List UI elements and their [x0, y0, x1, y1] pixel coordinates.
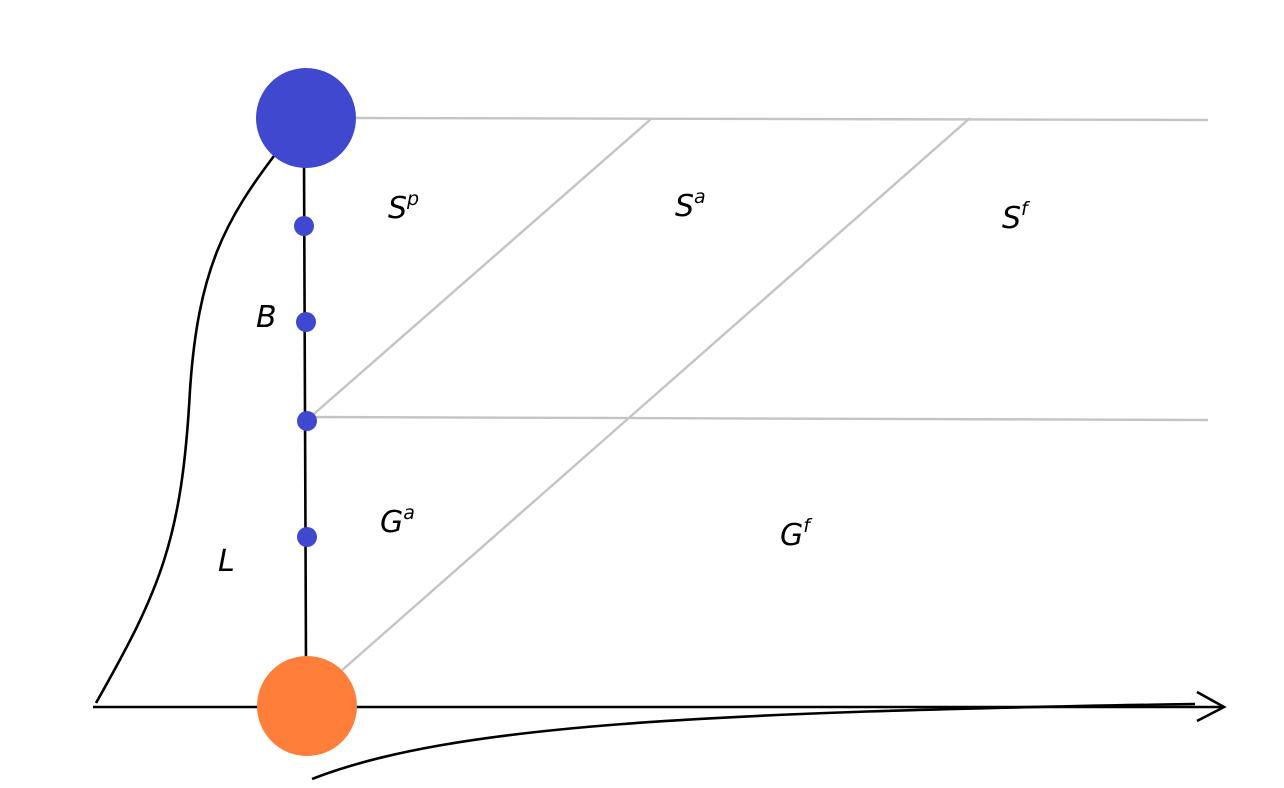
label-b: B: [256, 300, 277, 335]
left-curve: [94, 151, 279, 704]
small-node-1: [294, 216, 314, 236]
top-node: [256, 68, 356, 168]
upper-diagonal-line: [306, 118, 652, 421]
bottom-node: [257, 656, 357, 756]
middle-horizontal-line: [306, 415, 1209, 422]
small-node-2: [296, 312, 316, 332]
small-node-4: [297, 527, 317, 547]
lower-diagonal-line: [339, 117, 971, 673]
region-label-s-f: Sf: [1002, 198, 1028, 236]
axis-arrowhead-icon: [1196, 690, 1227, 723]
region-label-s-a: Sa: [675, 186, 706, 224]
bottom-curve: [311, 702, 1196, 781]
region-label-s-p: Sp: [388, 188, 420, 226]
small-node-3: [297, 411, 317, 431]
region-label-g-f: Gf: [780, 515, 810, 553]
top-horizontal-line: [354, 116, 1209, 122]
label-l: L: [218, 544, 235, 579]
region-label-g-a: Ga: [380, 502, 415, 540]
